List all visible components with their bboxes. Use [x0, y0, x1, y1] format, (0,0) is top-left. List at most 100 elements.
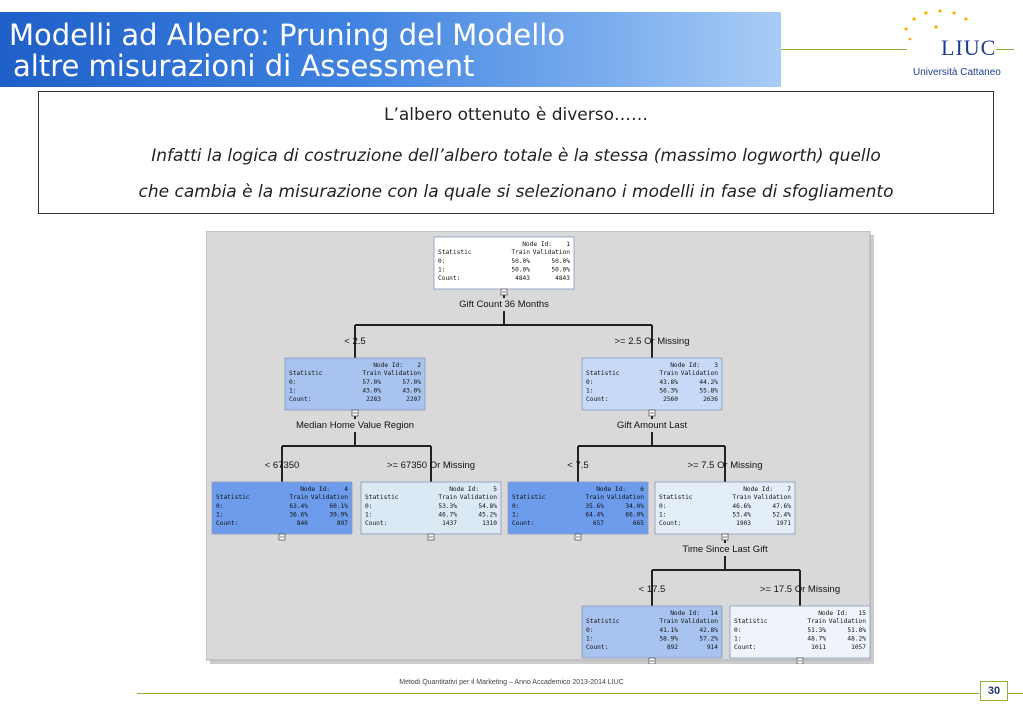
- branch-label: < 67350: [265, 460, 300, 471]
- validation-value: 2207: [406, 396, 421, 403]
- logo-stars-icon: [904, 9, 968, 41]
- train-value: 51.3%: [807, 627, 826, 634]
- node-id-value: 6: [640, 486, 644, 493]
- explanation-line-2: Infatti la logica di costruzione dell’al…: [151, 146, 881, 166]
- row-label: Count:: [586, 644, 608, 651]
- train-header: Train: [659, 618, 678, 625]
- train-value: 43.0%: [362, 388, 381, 395]
- train-value: 57.0%: [362, 379, 381, 386]
- node-id-label: Node Id:: [670, 610, 700, 617]
- row-label: Count:: [734, 644, 756, 651]
- validation-header: Validation: [311, 494, 349, 501]
- train-header: Train: [732, 494, 751, 501]
- train-value: 46.7%: [438, 512, 457, 519]
- row-label: 0:: [438, 258, 445, 265]
- row-label: 0:: [734, 627, 741, 634]
- train-header: Train: [585, 494, 604, 501]
- validation-value: 43.0%: [402, 388, 421, 395]
- validation-value: 1057: [851, 644, 866, 651]
- validation-value: 44.2%: [699, 379, 718, 386]
- node-id-value: 14: [711, 610, 719, 617]
- statistic-header: Statistic: [734, 618, 768, 625]
- row-label: 1:: [216, 512, 223, 519]
- row-label: 1:: [586, 636, 593, 643]
- validation-value: 57.0%: [402, 379, 421, 386]
- row-label: Count:: [365, 520, 387, 527]
- row-label: 0:: [586, 379, 593, 386]
- node-id-value: 1: [566, 241, 570, 248]
- row-label: 1:: [438, 267, 445, 274]
- train-header: Train: [659, 370, 678, 377]
- node-id-label: Node Id:: [670, 362, 700, 369]
- row-label: 1:: [659, 512, 666, 519]
- train-value: 1437: [442, 520, 457, 527]
- train-value: 43.8%: [659, 379, 678, 386]
- train-value: 48.7%: [807, 636, 826, 643]
- validation-value: 39.9%: [329, 512, 348, 519]
- tree-node-box: [433, 236, 575, 290]
- validation-header: Validation: [607, 494, 645, 501]
- train-value: 50.0%: [511, 258, 530, 265]
- train-header: Train: [362, 370, 381, 377]
- statistic-header: Statistic: [365, 494, 399, 501]
- validation-value: 48.2%: [847, 636, 866, 643]
- train-value: 1903: [736, 520, 751, 527]
- row-label: Count:: [438, 275, 460, 282]
- branch-label: >= 17.5 Or Missing: [760, 584, 840, 595]
- validation-value: 914: [707, 644, 718, 651]
- tree-node-box: [507, 481, 649, 535]
- train-value: 41.1%: [659, 627, 678, 634]
- explanation-line-3: che cambia è la misurazione con la quale…: [138, 182, 894, 202]
- validation-header: Validation: [533, 249, 571, 256]
- validation-value: 34.0%: [625, 503, 644, 510]
- node-id-label: Node Id:: [300, 486, 330, 493]
- header-rule-right: [996, 49, 1014, 50]
- tree-node-box: [581, 357, 723, 411]
- explanation-box: L’albero ottenuto è diverso…… Infatti la…: [38, 91, 994, 214]
- validation-header: Validation: [681, 370, 719, 377]
- validation-value: 55.8%: [699, 388, 718, 395]
- branch-label: >= 2.5 Or Missing: [615, 336, 690, 347]
- title-bar: [0, 12, 781, 87]
- row-label: 1:: [289, 388, 296, 395]
- train-header: Train: [511, 249, 530, 256]
- validation-value: 60.1%: [329, 503, 348, 510]
- decision-tree-diagram: Gift Count 36 Months< 2.5>= 2.5 Or Missi…: [206, 231, 874, 664]
- row-label: Count:: [216, 520, 238, 527]
- validation-value: 2636: [703, 396, 718, 403]
- split-label: Time Since Last Gift: [682, 544, 768, 555]
- train-value: 657: [593, 520, 604, 527]
- row-label: 0:: [289, 379, 296, 386]
- validation-header: Validation: [681, 618, 719, 625]
- statistic-header: Statistic: [438, 249, 472, 256]
- row-label: Count:: [659, 520, 681, 527]
- row-label: 0:: [365, 503, 372, 510]
- node-id-label: Node Id:: [743, 486, 773, 493]
- statistic-header: Statistic: [216, 494, 250, 501]
- statistic-header: Statistic: [586, 618, 620, 625]
- validation-value: 665: [633, 520, 644, 527]
- train-value: 53.3%: [438, 503, 457, 510]
- train-value: 64.4%: [585, 512, 604, 519]
- validation-value: 42.8%: [699, 627, 718, 634]
- train-value: 846: [297, 520, 308, 527]
- row-label: Count:: [586, 396, 608, 403]
- validation-value: 57.2%: [699, 636, 718, 643]
- train-value: 50.0%: [511, 267, 530, 274]
- logo-text: LIUC: [941, 35, 997, 60]
- branch-label: < 2.5: [344, 336, 365, 347]
- tree-node-box: [581, 605, 723, 659]
- statistic-header: Statistic: [659, 494, 693, 501]
- train-value: 2283: [366, 396, 381, 403]
- train-value: 36.6%: [289, 512, 308, 519]
- validation-header: Validation: [384, 370, 422, 377]
- validation-value: 66.0%: [625, 512, 644, 519]
- branch-label: >= 7.5 Or Missing: [688, 460, 763, 471]
- validation-value: 54.8%: [478, 503, 497, 510]
